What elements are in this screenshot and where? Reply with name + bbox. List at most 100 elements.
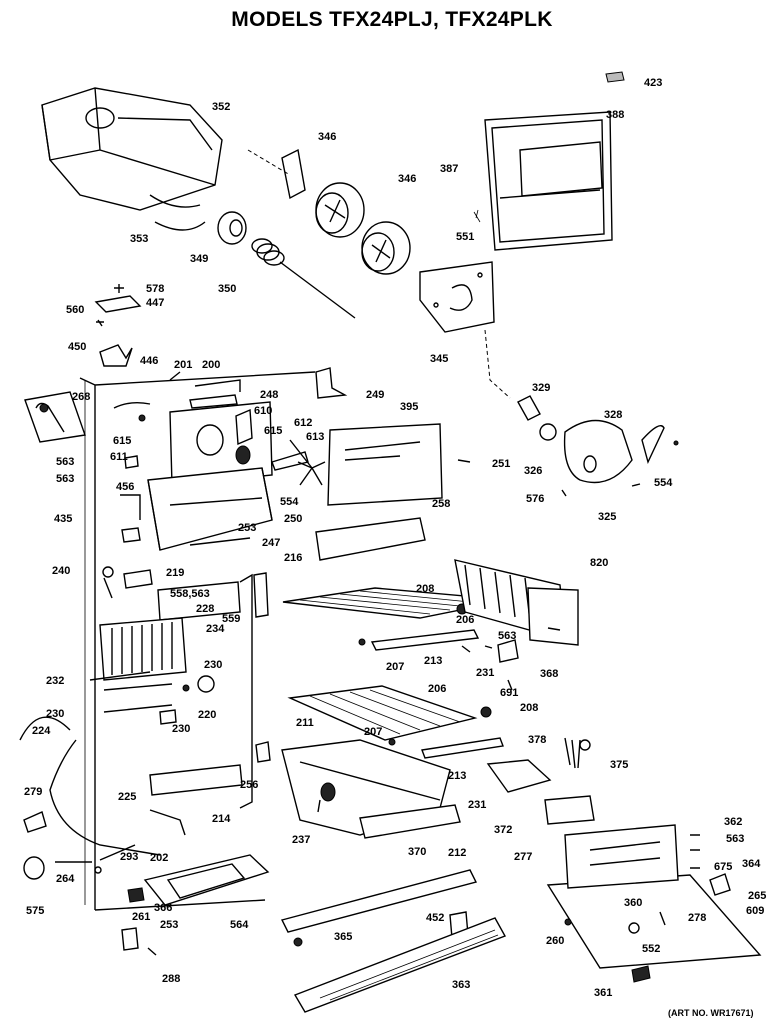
callout-label-447: 447	[146, 297, 164, 309]
shelf-trim-213-lower	[421, 737, 504, 759]
callout-label-329: 329	[532, 382, 550, 394]
callout-label-452: 452	[426, 912, 444, 924]
callout-label-363: 363	[452, 979, 470, 991]
ice-maker-drive-325-328	[517, 395, 679, 497]
callout-label-575: 575	[26, 905, 44, 917]
callout-label-446: 446	[140, 355, 158, 367]
callout-labels: 4233523463463883875513533493505784475603…	[24, 77, 766, 999]
part-253-lower	[564, 918, 572, 926]
harness-378	[564, 737, 581, 769]
art-number: (ART NO. WR17671)	[668, 1008, 754, 1018]
callout-label-231: 231	[468, 799, 486, 811]
callout-label-216: 216	[284, 552, 302, 564]
callout-label-219: 219	[166, 567, 184, 579]
callout-label-612: 612	[294, 417, 312, 429]
part-609	[127, 887, 145, 903]
crisper-pan-211	[281, 739, 461, 839]
callout-label-615: 615	[264, 425, 282, 437]
part-456	[120, 494, 141, 520]
callout-label-251: 251	[492, 458, 510, 470]
callout-label-352: 352	[212, 101, 230, 113]
part-691	[507, 679, 513, 691]
callout-label-213: 213	[448, 770, 466, 782]
parts-362-563-675	[690, 834, 700, 869]
rail-216	[253, 572, 269, 618]
callout-label-220: 220	[198, 709, 216, 721]
part-225	[149, 809, 186, 836]
callout-label-225: 225	[118, 791, 136, 803]
callout-label-387: 387	[440, 163, 458, 175]
callout-label-232: 232	[46, 675, 64, 687]
callout-label-261: 261	[132, 911, 150, 923]
callout-label-350: 350	[218, 283, 236, 295]
callout-label-615: 615	[113, 435, 131, 447]
part-251	[124, 455, 139, 469]
part-366	[659, 911, 666, 926]
callout-label-388: 388	[606, 109, 624, 121]
callout-label-372: 372	[494, 824, 512, 836]
part-578	[114, 284, 124, 293]
evaporator-cover-250-247	[147, 467, 273, 551]
callout-label-552: 552	[642, 943, 660, 955]
part-452-261	[121, 927, 139, 951]
callout-label-691: 691	[500, 687, 518, 699]
callout-label-207: 207	[364, 726, 382, 738]
callout-label-576: 576	[526, 493, 544, 505]
part-365	[628, 922, 640, 934]
callout-label-563: 563	[56, 456, 74, 468]
callout-label-560: 560	[66, 304, 84, 316]
part-364	[709, 873, 731, 896]
callout-label-265: 265	[748, 890, 766, 902]
callout-label-611: 611	[110, 451, 128, 463]
part-447	[94, 295, 142, 313]
callout-label-563: 563	[56, 473, 74, 485]
callout-label-375: 375	[610, 759, 628, 771]
callout-label-258: 258	[432, 498, 450, 510]
callout-label-256: 256	[240, 779, 258, 791]
callout-label-208: 208	[416, 583, 434, 595]
callout-label-247: 247	[262, 537, 280, 549]
callout-label-395: 395	[400, 401, 418, 413]
part-349	[217, 211, 247, 245]
cover-372	[486, 759, 552, 793]
callout-label-278: 278	[688, 912, 706, 924]
callout-label-366: 366	[154, 902, 172, 914]
callout-label-211: 211	[296, 717, 314, 729]
callout-label-564: 564	[230, 919, 249, 931]
callout-label-328: 328	[604, 409, 622, 421]
callout-label-279: 279	[24, 786, 42, 798]
part-560	[96, 319, 104, 327]
part-375	[579, 739, 591, 751]
ice-bucket-housing-352	[41, 87, 223, 211]
part-564	[293, 937, 303, 947]
part-264	[23, 856, 45, 880]
callout-label-365: 365	[334, 931, 352, 943]
ice-maker-820	[454, 559, 579, 646]
callout-label-207: 207	[386, 661, 404, 673]
callout-label-237: 237	[292, 834, 310, 846]
callout-label-346: 346	[398, 173, 416, 185]
callout-label-362: 362	[724, 816, 742, 828]
callout-label-234: 234	[206, 623, 225, 635]
grille-frame-260	[143, 854, 270, 906]
callout-label-213: 213	[424, 655, 442, 667]
cold-control-228-234	[99, 581, 241, 713]
part-346-bracket	[281, 148, 306, 200]
callout-label-249: 249	[366, 389, 384, 401]
mounting-plate-345	[419, 261, 495, 333]
callout-label-820: 820	[590, 557, 608, 569]
callout-label-230: 230	[46, 708, 64, 720]
callout-label-250: 250	[284, 513, 302, 525]
callout-label-288: 288	[162, 973, 180, 985]
diagram-title: MODELS TFX24PLJ, TFX24PLK	[231, 8, 553, 31]
cabinet-frame	[79, 371, 316, 911]
part-232	[89, 671, 151, 681]
callout-label-277: 277	[514, 851, 532, 863]
callout-label-378: 378	[528, 734, 546, 746]
callout-label-554: 554	[654, 477, 673, 489]
callout-label-368: 368	[540, 668, 558, 680]
part-435	[121, 527, 141, 543]
part-450-446	[99, 344, 133, 367]
callout-label-353: 353	[130, 233, 148, 245]
callout-label-212: 212	[448, 847, 466, 859]
